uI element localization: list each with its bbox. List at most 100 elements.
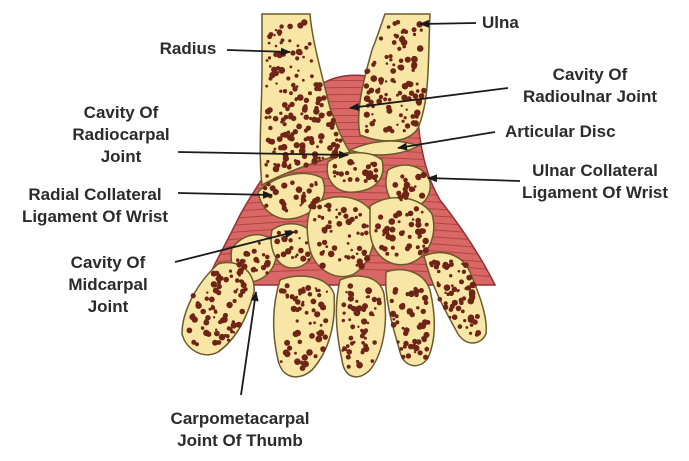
marrow-dot (422, 295, 428, 301)
marrow-dot (273, 116, 279, 122)
marrow-dot (343, 214, 348, 219)
marrow-dot (191, 293, 196, 298)
marrow-dot (274, 148, 277, 151)
marrow-dot (342, 319, 345, 322)
label-radius-text: Radius (148, 38, 228, 60)
marrow-dot (366, 164, 371, 169)
marrow-dot (305, 251, 311, 257)
marrow-dot (418, 250, 423, 255)
marrow-dot (291, 306, 295, 310)
marrow-dot (379, 81, 383, 85)
marrow-dot (335, 209, 337, 211)
marrow-dot (461, 310, 465, 314)
marrow-dot (283, 89, 287, 93)
marrow-dot (268, 126, 272, 130)
marrow-dot (411, 114, 416, 119)
marrow-dot (276, 254, 281, 259)
marrow-dot (361, 318, 367, 324)
marrow-dot (413, 33, 416, 36)
marrow-dot (348, 304, 353, 309)
marrow-dot (275, 82, 277, 84)
marrow-dot (398, 220, 401, 223)
marrow-dot (277, 136, 283, 142)
marrow-dot (292, 86, 297, 91)
marrow-dot (330, 156, 333, 159)
marrow-dot (386, 126, 392, 132)
marrow-dot (314, 82, 319, 87)
marrow-dot (316, 96, 322, 102)
marrow-dot (281, 183, 287, 189)
marrow-dot (296, 254, 299, 257)
marrow-dot (314, 183, 317, 186)
marrow-dot (416, 306, 419, 309)
marrow-dot (400, 174, 404, 178)
marrow-dot (267, 107, 273, 113)
label-radial-collateral-line2: Ligament Of Wrist (4, 206, 186, 228)
marrow-dot (470, 282, 477, 289)
marrow-dot (285, 283, 290, 288)
marrow-dot (408, 211, 414, 217)
marrow-dot (301, 303, 305, 307)
marrow-dot (310, 59, 313, 62)
marrow-dot (399, 113, 403, 117)
marrow-dot (401, 39, 408, 46)
marrow-dot (307, 188, 312, 193)
marrow-dot (362, 169, 369, 176)
marrow-dot (235, 278, 240, 283)
marrow-dot (317, 289, 320, 292)
marrow-dot (375, 223, 381, 229)
marrow-dot (327, 111, 333, 117)
label-cavity-radioulnar-line2: Radioulnar Joint (500, 86, 680, 108)
marrow-dot (413, 93, 419, 99)
label-radial-collateral-line1: Radial Collateral (4, 184, 186, 206)
marrow-dot (296, 186, 303, 193)
marrow-dot (335, 216, 338, 219)
marrow-dot (393, 213, 399, 219)
marrow-dot (396, 191, 401, 196)
marrow-dot (289, 91, 293, 95)
marrow-dot (384, 93, 387, 96)
marrow-dot (327, 208, 331, 212)
marrow-dot (445, 266, 449, 270)
marrow-dot (385, 55, 389, 59)
marrow-dot (360, 232, 364, 236)
marrow-dot (466, 326, 469, 329)
marrow-dot (288, 346, 290, 348)
marrow-dot (314, 354, 318, 358)
marrow-dot (413, 120, 419, 126)
marrow-dot (385, 80, 387, 82)
marrow-dot (315, 287, 317, 289)
marrow-dot (323, 334, 328, 339)
marrow-dot (294, 98, 297, 101)
marrow-dot (408, 235, 412, 239)
marrow-dot (364, 95, 371, 102)
marrow-dot (322, 228, 327, 233)
marrow-dot (392, 318, 395, 321)
marrow-dot (347, 242, 350, 245)
marrow-dot (318, 133, 325, 140)
marrow-dot (444, 292, 446, 294)
marrow-dot (323, 318, 328, 323)
marrow-dot (310, 74, 314, 78)
marrow-dot (266, 160, 269, 163)
label-cavity-radiocarpal: Cavity Of Radiocarpal Joint (56, 102, 186, 168)
label-ulna-text: Ulna (482, 12, 519, 34)
marrow-dot (437, 283, 441, 287)
marrow-dot (252, 249, 257, 254)
marrow-dot (345, 291, 347, 293)
marrow-dot (293, 331, 299, 337)
marrow-dot (366, 296, 369, 299)
marrow-dot (414, 351, 416, 353)
marrow-dot (303, 104, 307, 108)
marrow-dot (273, 166, 280, 173)
marrow-dot (346, 255, 350, 259)
marrow-dot (357, 326, 359, 328)
ulna-bone (359, 14, 430, 141)
marrow-dot (462, 296, 466, 300)
marrow-dot (300, 256, 306, 262)
marrow-dot (298, 340, 303, 345)
marrow-dot (396, 124, 398, 126)
marrow-dot (462, 270, 466, 274)
marrow-dot (374, 174, 378, 178)
marrow-dot (365, 129, 369, 133)
